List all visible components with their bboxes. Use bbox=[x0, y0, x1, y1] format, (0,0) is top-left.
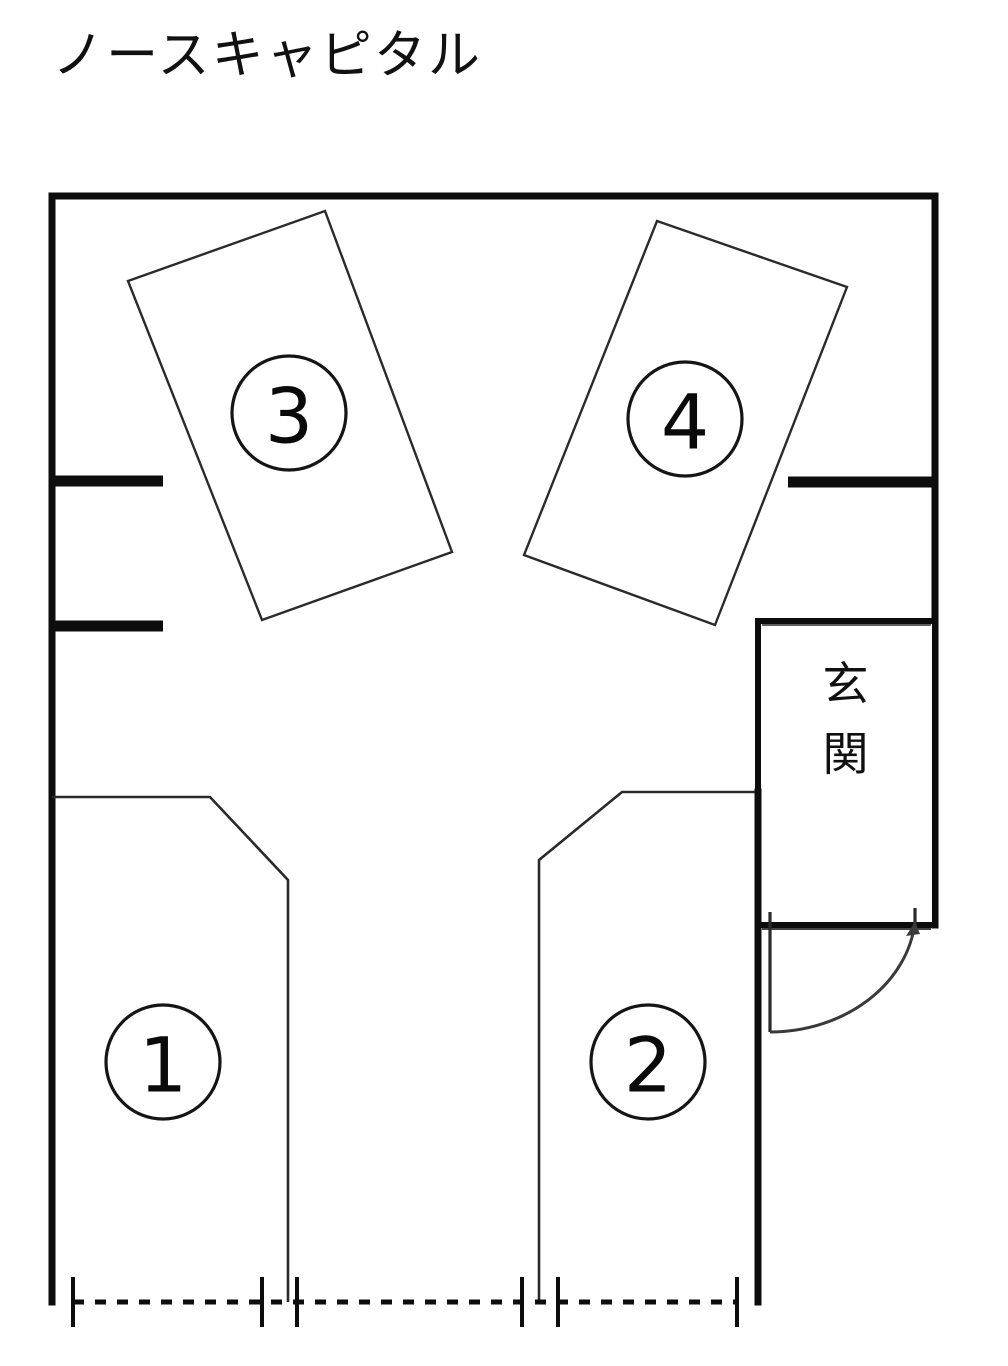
stall-4-badge-number: 4 bbox=[661, 378, 709, 467]
stall-1[interactable]: 1 bbox=[52, 795, 290, 1302]
stall-3-outline bbox=[126, 209, 454, 622]
entrance-room-label-char-2: 関 bbox=[823, 727, 870, 781]
door-swing-arrowhead bbox=[906, 922, 920, 936]
stall-3-badge-circle bbox=[230, 354, 348, 472]
stall-3-badge-number: 3 bbox=[265, 372, 313, 461]
entrance-room-outline bbox=[755, 618, 938, 928]
stall-2-outline bbox=[537, 790, 758, 1302]
page-title: ノースキャピタル bbox=[52, 26, 483, 86]
stall-1-outline bbox=[52, 795, 290, 1302]
stall-3[interactable]: 3 bbox=[126, 209, 454, 622]
stall-1-badge-number: 1 bbox=[139, 1021, 187, 1110]
door-swing-arc bbox=[769, 921, 917, 1034]
entrance-door[interactable] bbox=[768, 908, 920, 1034]
stall-2-badge-circle bbox=[589, 1003, 707, 1121]
stall-1-badge-circle bbox=[104, 1003, 222, 1121]
entrance-room-label-char-1: 玄 bbox=[823, 657, 870, 711]
stall-2-badge-number: 2 bbox=[624, 1021, 672, 1110]
stall-4[interactable]: 4 bbox=[522, 219, 849, 627]
dimension-line-group bbox=[71, 1277, 739, 1327]
stall-4-badge-circle bbox=[626, 360, 744, 478]
stall-2[interactable]: 2 bbox=[537, 788, 762, 1306]
wall-stubs bbox=[52, 475, 937, 632]
stall-4-outline bbox=[522, 219, 849, 627]
entrance-room[interactable]: 玄 関 bbox=[755, 618, 938, 930]
